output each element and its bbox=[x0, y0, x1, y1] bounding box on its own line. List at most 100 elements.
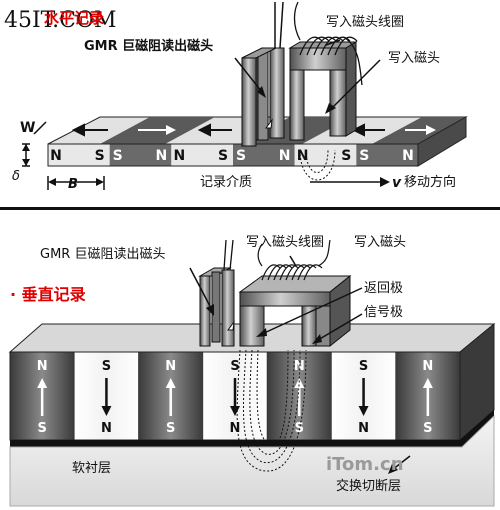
pole-letter: N bbox=[297, 148, 309, 164]
signal-pole-label: 信号极 bbox=[364, 305, 403, 320]
arrow-up-icon bbox=[37, 378, 48, 388]
read-element-icon bbox=[227, 320, 235, 331]
bit-segment bbox=[109, 144, 172, 166]
arrow-left-icon bbox=[71, 123, 85, 137]
bit-segment bbox=[356, 144, 418, 166]
arrow-right-icon bbox=[166, 125, 176, 135]
dim-arrow-icon bbox=[96, 178, 104, 186]
pole-letter-bottom: S bbox=[166, 421, 175, 436]
bit-segment bbox=[233, 144, 295, 166]
soft-underlayer bbox=[9, 414, 495, 507]
arrow-icon bbox=[312, 334, 322, 344]
velocity-symbol: v bbox=[392, 175, 402, 191]
pole-letter: N bbox=[155, 148, 167, 164]
medium-front-outline bbox=[47, 143, 419, 167]
bit-segment bbox=[48, 144, 110, 166]
medium-label: 记录介质 bbox=[200, 175, 252, 190]
head-wires bbox=[274, 1, 284, 49]
pole-letter-top: N bbox=[294, 359, 305, 374]
write-coil bbox=[293, 1, 363, 86]
pole-letter-bottom: N bbox=[358, 421, 369, 436]
direction-arrow-icon bbox=[380, 177, 390, 187]
dim-arrow-icon bbox=[22, 144, 30, 151]
gmr-read-head bbox=[241, 47, 285, 147]
horizontal-title: 水平记录 bbox=[44, 9, 104, 27]
gmr-label: GMR 巨磁阻读出磁头 bbox=[84, 38, 213, 54]
write-coil-label: 写入磁头线圈 bbox=[326, 15, 404, 30]
pole-letter-bottom: N bbox=[101, 421, 112, 436]
write-head bbox=[288, 41, 358, 141]
pole-letter: N bbox=[50, 148, 62, 164]
bit-length-label: B bbox=[68, 177, 78, 192]
thickness-label: δ bbox=[12, 169, 20, 184]
watermark-bottom: iTom.cn bbox=[326, 454, 404, 475]
direction-label: 移动方向 bbox=[404, 174, 456, 190]
write-head-label: 写入磁头 bbox=[354, 235, 406, 250]
pole-letter-top: S bbox=[230, 359, 239, 374]
pole-letter-bottom: S bbox=[423, 421, 432, 436]
dimension-marks bbox=[22, 121, 105, 190]
pole-letter-top: S bbox=[359, 359, 368, 374]
panel-divider bbox=[0, 207, 500, 210]
pole-letter-top: S bbox=[102, 359, 111, 374]
dim-arrow-icon bbox=[22, 159, 30, 166]
pole-letter-top: N bbox=[37, 359, 48, 374]
leader-lines bbox=[234, 39, 381, 111]
write-coil-label: 写入磁头线圈 bbox=[246, 235, 324, 250]
dim-arrow-icon bbox=[48, 178, 56, 186]
substrate-label: 软衬层 bbox=[72, 461, 111, 476]
arrow-up-icon bbox=[165, 378, 176, 388]
return-pole-label: 返回极 bbox=[364, 281, 403, 296]
arrow-icon bbox=[256, 328, 267, 337]
pole-letter-top: N bbox=[422, 359, 433, 374]
pole-letter: N bbox=[402, 148, 414, 164]
arrow-icon bbox=[206, 304, 214, 316]
arrow-left-icon bbox=[351, 123, 365, 137]
pole-letter: S bbox=[218, 148, 228, 164]
pole-letter: N bbox=[173, 148, 185, 164]
perpendicular-title: · 垂直记录 bbox=[10, 285, 86, 304]
return-pole bbox=[239, 305, 265, 347]
exchange-layer-label: 交换切断层 bbox=[336, 478, 401, 494]
watermark-top: 45IT.COM bbox=[4, 8, 117, 33]
bit-segment bbox=[171, 144, 233, 166]
pole-letter: S bbox=[95, 148, 105, 164]
arrow-icon bbox=[325, 103, 336, 114]
pole-letter: S bbox=[341, 148, 351, 164]
arrow-icon bbox=[257, 86, 266, 98]
arrow-up-icon bbox=[422, 378, 433, 388]
gmr-read-head bbox=[198, 267, 235, 347]
write-head-label: 写入磁头 bbox=[388, 51, 440, 66]
width-label: W bbox=[20, 120, 35, 136]
pole-letter: S bbox=[359, 148, 369, 164]
write-field-lines bbox=[236, 349, 307, 472]
arrow-up-icon bbox=[294, 378, 305, 388]
write-coil bbox=[257, 239, 331, 281]
write-head bbox=[238, 274, 352, 348]
pole-letter-top: N bbox=[165, 359, 176, 374]
bit-segment bbox=[294, 144, 357, 166]
exchange-break-layer bbox=[10, 410, 494, 447]
leader-lines bbox=[189, 255, 411, 471]
arrow-down-icon bbox=[101, 406, 112, 416]
arrow-down-icon bbox=[358, 406, 369, 416]
arrow-down-icon bbox=[230, 406, 240, 416]
pole-letter-bottom: N bbox=[230, 421, 241, 436]
head-wires bbox=[223, 239, 234, 271]
write-field-lines bbox=[299, 149, 336, 181]
arrow-left-icon bbox=[197, 123, 211, 137]
arrow-right-icon bbox=[426, 125, 436, 135]
pole-letter-bottom: S bbox=[37, 421, 46, 436]
pole-letter: N bbox=[279, 148, 291, 164]
arrow-icon bbox=[388, 464, 398, 474]
pole-letter: S bbox=[113, 148, 123, 164]
pole-letter: S bbox=[236, 148, 246, 164]
read-element-icon bbox=[265, 118, 273, 129]
gmr-label: GMR 巨磁阻读出磁头 bbox=[40, 247, 165, 262]
